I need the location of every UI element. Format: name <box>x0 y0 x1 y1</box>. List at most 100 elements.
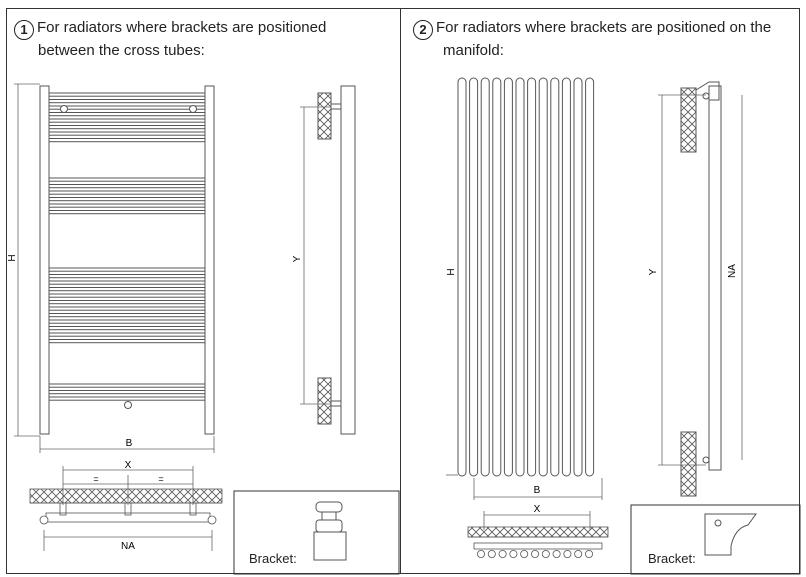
bracket-point-bottom <box>124 401 132 409</box>
column-tube-plan <box>498 550 507 559</box>
valve-left-icon <box>39 515 49 525</box>
cross-tube <box>48 339 206 344</box>
cross-tube <box>48 112 206 117</box>
wall-hatch-top <box>317 92 332 140</box>
bracket-point-top-right <box>189 105 197 113</box>
cross-tube <box>48 138 206 143</box>
column-tube <box>585 77 595 477</box>
panel-brackets-on-manifold <box>400 8 800 574</box>
cross-tube <box>48 396 206 401</box>
label-eq-left: = <box>93 474 98 484</box>
column-tube <box>550 77 560 477</box>
bracket-icon-2 <box>704 513 757 556</box>
cross-tube <box>48 92 206 97</box>
label-h-1: H <box>7 254 18 261</box>
radiator-plan-body <box>45 512 211 523</box>
column-tube-plan <box>563 550 572 559</box>
bracket-pin-top <box>702 92 710 100</box>
dimension-y-1 <box>300 106 331 405</box>
label-b-2: B <box>534 485 541 496</box>
column-tube-plan <box>574 550 583 559</box>
column-tubes-plan <box>476 550 594 559</box>
top-view-1 <box>29 466 223 551</box>
column-tube <box>573 77 583 477</box>
column-tube <box>480 77 490 477</box>
bracket-box-1 <box>233 490 400 575</box>
manifold-plan <box>473 542 603 550</box>
column-tube <box>492 77 502 477</box>
left-upright <box>39 85 50 435</box>
column-tube <box>515 77 525 477</box>
cross-tube <box>48 210 206 215</box>
column-tube <box>457 77 467 477</box>
ladder-radiator-front-view <box>39 85 215 435</box>
label-y-2: Y <box>648 268 659 275</box>
side-upright <box>340 85 356 435</box>
cross-tube <box>48 177 206 182</box>
dimension-y-2 <box>658 94 743 466</box>
wall-hatch-top-2 <box>680 87 697 153</box>
bracket-label-1: Bracket: <box>249 551 297 566</box>
cross-tube <box>48 313 206 318</box>
panel-2-title-line-1: For radiators where brackets are positio… <box>436 19 772 36</box>
cross-tube <box>48 125 206 130</box>
cross-tube <box>48 383 206 388</box>
column-radiator-front-view <box>457 77 595 477</box>
cross-tube <box>48 274 206 279</box>
bracket-arm-top <box>330 103 342 110</box>
column-tube <box>561 77 571 477</box>
cross-tube <box>48 306 206 311</box>
wall-hatch-bottom <box>317 377 332 425</box>
label-x-1: X <box>125 460 132 471</box>
column-tube-plan <box>541 550 550 559</box>
cross-tube <box>48 300 206 305</box>
column-tube-plan <box>520 550 529 559</box>
side-view-1 <box>317 85 356 435</box>
column-tube <box>469 77 479 477</box>
panel-1-title-line-2: between the cross tubes: <box>38 42 205 59</box>
column-tube <box>538 77 548 477</box>
bracket-pin-bottom <box>702 456 710 464</box>
column-tube <box>527 77 537 477</box>
cross-tube <box>48 287 206 292</box>
panel-2-title-line-2: manifold: <box>443 42 504 59</box>
column-tube-plan <box>531 550 540 559</box>
cross-tube <box>48 99 206 104</box>
cross-tube <box>48 319 206 324</box>
cross-tube <box>48 332 206 337</box>
top-view-2 <box>467 511 609 559</box>
bracket-arm-bottom <box>330 400 342 407</box>
bracket-box-2 <box>630 504 801 575</box>
column-tube-plan <box>585 550 594 559</box>
column-tube <box>503 77 513 477</box>
bracket-point-top-left <box>60 105 68 113</box>
cross-tubes <box>48 92 206 401</box>
column-tube-plan <box>476 550 485 559</box>
panel-1-title-line-1: For radiators where brackets are positio… <box>37 19 327 36</box>
cross-tube <box>48 267 206 272</box>
wall-hatch-bottom-2 <box>680 431 697 497</box>
cross-tube <box>48 105 206 110</box>
column-tube-plan <box>509 550 518 559</box>
cross-tube <box>48 118 206 123</box>
bracket-icon-1 <box>313 501 347 561</box>
bracket-label-2: Bracket: <box>648 551 696 566</box>
label-na-1: NA <box>121 541 135 552</box>
cross-tube <box>48 326 206 331</box>
right-upright <box>204 85 215 435</box>
cross-tube <box>48 390 206 395</box>
cross-tube <box>48 184 206 189</box>
column-tube-plan <box>487 550 496 559</box>
label-b-1: B <box>126 438 133 449</box>
wall-hatch-plan <box>29 488 223 504</box>
cross-tube <box>48 197 206 202</box>
wall-hatch-plan-2 <box>467 526 609 538</box>
dimension-h <box>14 83 40 437</box>
cross-tube <box>48 280 206 285</box>
cross-tube <box>48 293 206 298</box>
label-na-2: NA <box>727 264 738 278</box>
